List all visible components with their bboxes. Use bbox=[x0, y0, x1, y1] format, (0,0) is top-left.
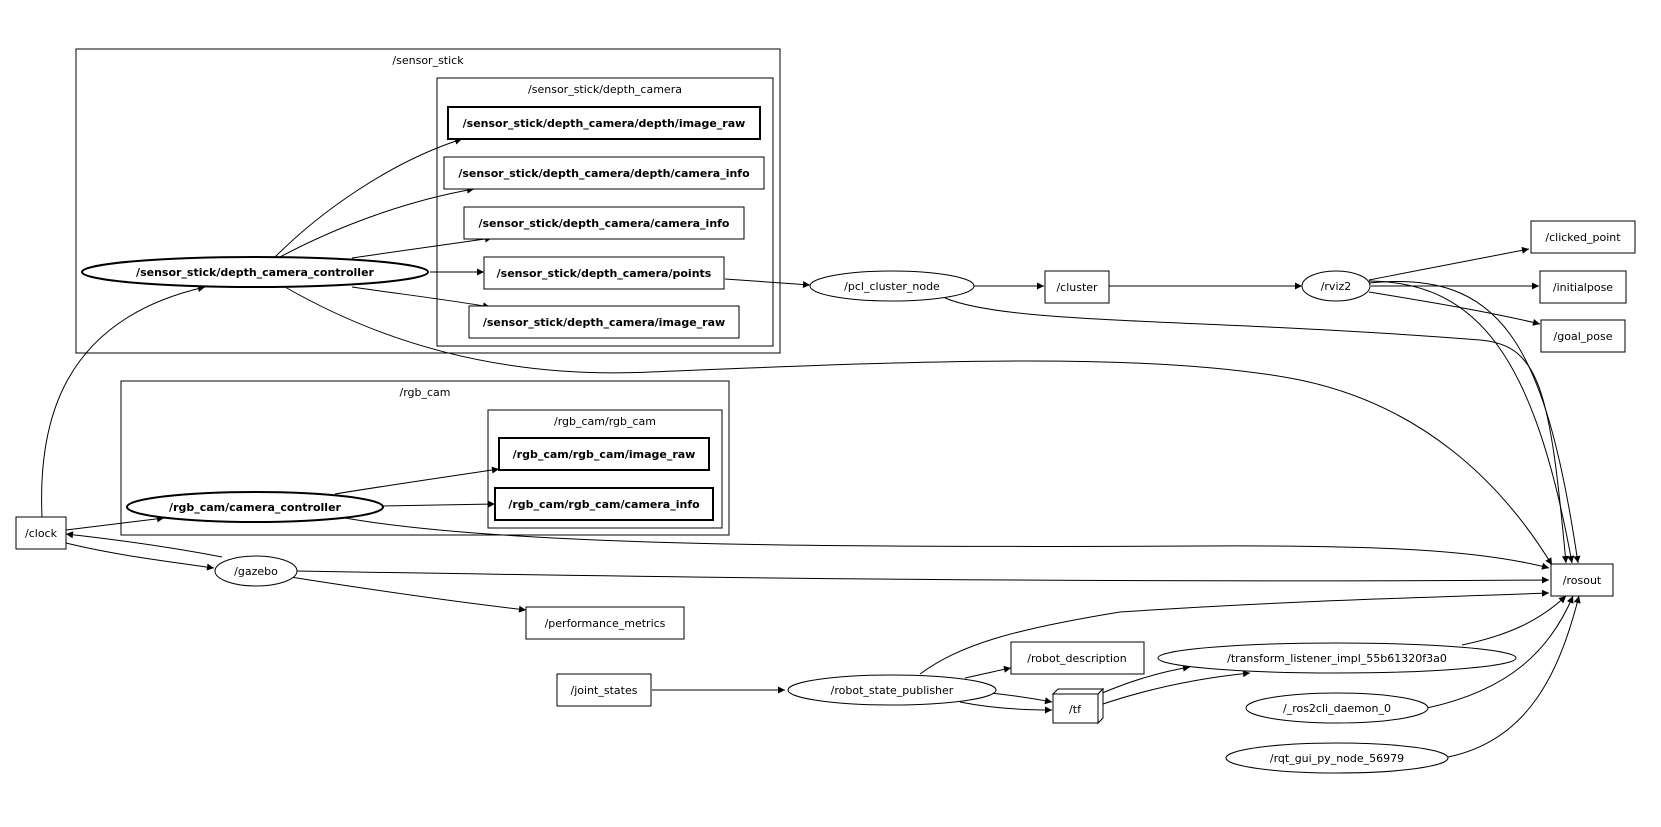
topic-cluster[interactable]: /cluster bbox=[1044, 270, 1110, 304]
topic-depth-image-raw-label: /sensor_stick/depth_camera/depth/image_r… bbox=[463, 117, 746, 130]
topic-performance-metrics-label: /performance_metrics bbox=[545, 617, 666, 630]
topic-depth-image-raw[interactable]: /sensor_stick/depth_camera/depth/image_r… bbox=[447, 106, 761, 140]
edge-ros2cli-to-rosout bbox=[1426, 595, 1574, 709]
node-gazebo[interactable]: /gazebo bbox=[214, 555, 298, 587]
edge-rgb-controller-to-image-raw bbox=[334, 466, 500, 495]
edge-rviz2-to-rosout-b bbox=[1368, 280, 1575, 564]
topic-clock-label: /clock bbox=[25, 527, 58, 540]
topic-rosout-label: /rosout bbox=[1563, 574, 1602, 587]
edge-tf-to-transform-listener-b bbox=[1099, 670, 1251, 706]
topic-robot-description-label: /robot_description bbox=[1027, 652, 1126, 665]
node-transform-listener[interactable]: /transform_listener_impl_55b61320f3a0 bbox=[1157, 642, 1517, 674]
edge-controller-to-depth-camera-info bbox=[351, 235, 493, 259]
edge-controller-to-depth-depth-camera-info bbox=[279, 186, 475, 258]
edge-clock-to-depth-controller bbox=[41, 285, 206, 518]
cluster-rgb-cam-label: /rgb_cam bbox=[399, 386, 450, 399]
node-depth-camera-controller-label: /sensor_stick/depth_camera_controller bbox=[136, 266, 374, 279]
node-depth-camera-controller[interactable]: /sensor_stick/depth_camera_controller bbox=[81, 256, 429, 288]
node-pcl-cluster-node-label: /pcl_cluster_node bbox=[844, 280, 940, 293]
cluster-sensor-stick-label: /sensor_stick bbox=[392, 54, 464, 67]
topic-rgb-camera-info[interactable]: /rgb_cam/rgb_cam/camera_info bbox=[494, 487, 714, 521]
topic-robot-description[interactable]: /robot_description bbox=[1010, 641, 1145, 675]
cluster-rgb-cam-rgb-cam: /rgb_cam/rgb_cam bbox=[487, 409, 723, 529]
topic-rosout[interactable]: /rosout bbox=[1550, 563, 1614, 597]
cluster-rgb-cam-rgb-cam-label: /rgb_cam/rgb_cam bbox=[554, 415, 656, 428]
edge-gazebo-to-rosout bbox=[296, 570, 1550, 584]
topic-initialpose-label: /initialpose bbox=[1553, 281, 1613, 294]
topic-depth-camera-image-raw-label: /sensor_stick/depth_camera/image_raw bbox=[483, 316, 725, 329]
node-ros2cli-daemon-label: /_ros2cli_daemon_0 bbox=[1283, 702, 1391, 715]
edge-rsp-to-rosout bbox=[919, 589, 1550, 675]
node-rgb-camera-controller[interactable]: /rgb_cam/camera_controller bbox=[126, 491, 384, 523]
cluster-depth-camera-label: /sensor_stick/depth_camera bbox=[528, 83, 682, 96]
cluster-sensor-stick: /sensor_stick bbox=[75, 48, 781, 354]
node-ros2cli-daemon[interactable]: /_ros2cli_daemon_0 bbox=[1245, 692, 1429, 724]
topic-clicked-point-label: /clicked_point bbox=[1545, 231, 1621, 244]
edge-controller-to-depth-camera-image-raw bbox=[351, 286, 491, 310]
topic-initialpose[interactable]: /initialpose bbox=[1539, 270, 1627, 304]
edge-rsp-to-tf-a bbox=[989, 692, 1053, 705]
edge-rgb-controller-to-camera-info bbox=[379, 500, 496, 508]
topic-tf-label: /tf bbox=[1069, 703, 1082, 716]
topic-rgb-camera-info-label: /rgb_cam/rgb_cam/camera_info bbox=[508, 498, 700, 511]
edge-depth-controller-to-rosout bbox=[284, 286, 1553, 566]
topic-depth-camera-image-raw[interactable]: /sensor_stick/depth_camera/image_raw bbox=[468, 305, 740, 339]
edge-rviz2-to-clicked-point bbox=[1368, 246, 1530, 281]
cluster-depth-camera: /sensor_stick/depth_camera bbox=[436, 77, 774, 347]
cluster-rgb-cam: /rgb_cam bbox=[120, 380, 730, 536]
edge-gazebo-to-clock bbox=[65, 531, 223, 558]
node-gazebo-label: /gazebo bbox=[234, 565, 278, 578]
edges bbox=[41, 137, 1581, 758]
topic-joint-states-label: /joint_states bbox=[571, 684, 638, 697]
node-rqt-gui-label: /rqt_gui_py_node_56979 bbox=[1270, 752, 1404, 765]
node-pcl-cluster-node[interactable]: /pcl_cluster_node bbox=[809, 270, 975, 302]
edge-rviz2-to-goal-pose bbox=[1368, 291, 1541, 326]
topic-depth-points[interactable]: /sensor_stick/depth_camera/points bbox=[483, 256, 725, 290]
edge-rsp-to-tf-b bbox=[959, 701, 1053, 714]
topic-depth-camera-info-label: /sensor_stick/depth_camera/camera_info bbox=[478, 217, 729, 230]
edge-clock-to-gazebo bbox=[65, 542, 215, 571]
topic-depth-depth-camera-info-label: /sensor_stick/depth_camera/depth/camera_… bbox=[458, 167, 750, 180]
topic-depth-camera-info[interactable]: /sensor_stick/depth_camera/camera_info bbox=[463, 206, 745, 240]
topic-goal-pose-label: /goal_pose bbox=[1554, 330, 1613, 343]
edge-clock-to-rgb-controller bbox=[65, 515, 165, 531]
edge-gazebo-to-performance-metrics bbox=[283, 575, 527, 613]
topic-rgb-image-raw-label: /rgb_cam/rgb_cam/image_raw bbox=[513, 448, 696, 461]
node-rviz2[interactable]: /rviz2 bbox=[1301, 270, 1371, 302]
topic-depth-points-label: /sensor_stick/depth_camera/points bbox=[497, 267, 712, 280]
edge-tf-to-transform-listener-a bbox=[1099, 664, 1191, 695]
topic-cluster-label: /cluster bbox=[1056, 281, 1098, 294]
topic-tf[interactable]: /tf bbox=[1051, 687, 1105, 725]
node-rviz2-label: /rviz2 bbox=[1321, 280, 1352, 293]
edge-rviz2-to-rosout-a bbox=[1368, 281, 1581, 564]
node-rqt-gui[interactable]: /rqt_gui_py_node_56979 bbox=[1225, 742, 1449, 774]
node-robot-state-publisher[interactable]: /robot_state_publisher bbox=[787, 674, 997, 706]
node-robot-state-publisher-label: /robot_state_publisher bbox=[831, 684, 954, 697]
topic-clock[interactable]: /clock bbox=[15, 516, 67, 550]
node-transform-listener-label: /transform_listener_impl_55b61320f3a0 bbox=[1227, 652, 1447, 665]
edge-points-to-pcl bbox=[724, 278, 811, 288]
node-rgb-camera-controller-label: /rgb_cam/camera_controller bbox=[169, 501, 341, 514]
edge-rgb-controller-to-rosout bbox=[344, 517, 1550, 570]
topic-performance-metrics[interactable]: /performance_metrics bbox=[525, 606, 685, 640]
edge-controller-to-depth-image-raw bbox=[274, 137, 463, 258]
edge-pcl-to-rosout bbox=[944, 297, 1569, 564]
edge-rsp-to-robot-description bbox=[964, 665, 1012, 679]
edge-rqt-gui-to-rosout bbox=[1447, 595, 1581, 758]
topic-goal-pose[interactable]: /goal_pose bbox=[1540, 319, 1626, 353]
topic-clicked-point[interactable]: /clicked_point bbox=[1530, 220, 1636, 254]
edge-transform-listener-to-rosout bbox=[1461, 595, 1567, 646]
topic-rgb-image-raw[interactable]: /rgb_cam/rgb_cam/image_raw bbox=[498, 437, 710, 471]
topic-depth-depth-camera-info[interactable]: /sensor_stick/depth_camera/depth/camera_… bbox=[443, 156, 765, 190]
topic-joint-states[interactable]: /joint_states bbox=[556, 673, 652, 707]
